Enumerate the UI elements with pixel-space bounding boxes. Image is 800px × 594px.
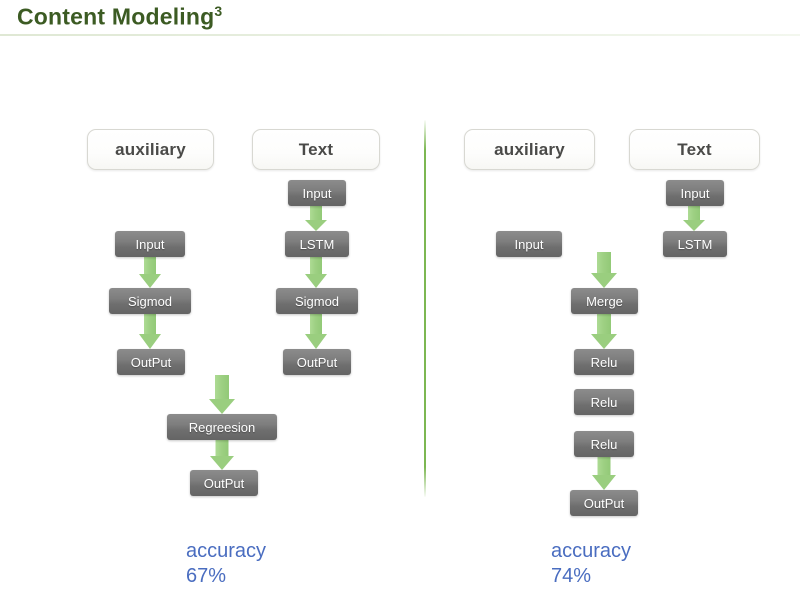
page-title-superscript: 3 (214, 3, 223, 19)
accuracy-label: accuracy (551, 540, 632, 562)
layer-node-output[interactable]: OutPut (570, 490, 638, 516)
arrow-head (305, 274, 327, 288)
layer-node-output[interactable]: OutPut (283, 349, 351, 375)
flow-arrow-icon (591, 314, 617, 349)
arrow-shaft (144, 257, 156, 275)
layer-node-relu[interactable]: Relu (574, 431, 634, 457)
layer-node-input[interactable]: Input (288, 180, 346, 206)
arrow-head (591, 334, 617, 349)
accuracy-label: accuracy (186, 540, 267, 562)
branch-label-auxiliary[interactable]: auxiliary (464, 129, 595, 170)
arrow-shaft (215, 375, 229, 400)
arrow-head (305, 334, 327, 349)
branch-label-text[interactable]: Text (629, 129, 760, 170)
layer-node-regreesion[interactable]: Regreesion (167, 414, 277, 440)
flow-arrow-icon (209, 375, 235, 414)
branch-label-text[interactable]: Text (252, 129, 380, 170)
arrow-shaft (597, 252, 611, 274)
flow-arrow-icon (139, 314, 161, 349)
arrow-head (209, 399, 235, 414)
layer-node-relu[interactable]: Relu (574, 349, 634, 375)
layer-node-lstm[interactable]: LSTM (663, 231, 727, 257)
accuracy-value: 67% (186, 565, 227, 587)
arrow-head (139, 274, 161, 288)
arrow-shaft (310, 206, 322, 221)
arrow-shaft (215, 440, 229, 457)
arrow-shaft (597, 457, 611, 476)
layer-node-output[interactable]: OutPut (190, 470, 258, 496)
flow-arrow-icon (305, 206, 327, 231)
flow-arrow-icon (305, 257, 327, 288)
layer-node-input[interactable]: Input (666, 180, 724, 206)
arrow-shaft (310, 314, 322, 335)
layer-node-sigmod[interactable]: Sigmod (109, 288, 191, 314)
header-divider-rule (0, 34, 800, 36)
arrow-head (683, 220, 705, 231)
flow-arrow-icon (592, 457, 616, 490)
layer-node-relu[interactable]: Relu (574, 389, 634, 415)
flow-arrow-icon (305, 314, 327, 349)
arrow-head (210, 456, 234, 470)
accuracy-caption: accuracy 74% (551, 539, 631, 589)
arrow-head (592, 475, 616, 490)
panel-divider-line (424, 120, 426, 497)
accuracy-value: 74% (551, 565, 592, 587)
flow-arrow-icon (591, 252, 617, 288)
layer-node-lstm[interactable]: LSTM (285, 231, 349, 257)
slide-header: Content Modeling3 (0, 0, 800, 38)
arrow-shaft (597, 314, 611, 335)
accuracy-caption: accuracy 67% (186, 539, 266, 589)
arrow-shaft (310, 257, 322, 275)
page-title-text: Content Modeling (17, 3, 215, 30)
flow-arrow-icon (210, 440, 234, 470)
arrow-head (305, 220, 327, 231)
layer-node-output[interactable]: OutPut (117, 349, 185, 375)
page-title: Content Modeling3 (17, 3, 222, 31)
arrow-head (591, 273, 617, 288)
flow-arrow-icon (139, 257, 161, 288)
layer-node-input[interactable]: Input (496, 231, 562, 257)
layer-node-sigmod[interactable]: Sigmod (276, 288, 358, 314)
branch-label-auxiliary[interactable]: auxiliary (87, 129, 214, 170)
layer-node-input[interactable]: Input (115, 231, 185, 257)
arrow-head (139, 334, 161, 349)
arrow-shaft (144, 314, 156, 335)
layer-node-merge[interactable]: Merge (571, 288, 638, 314)
flow-arrow-icon (683, 206, 705, 231)
arrow-shaft (688, 206, 700, 221)
